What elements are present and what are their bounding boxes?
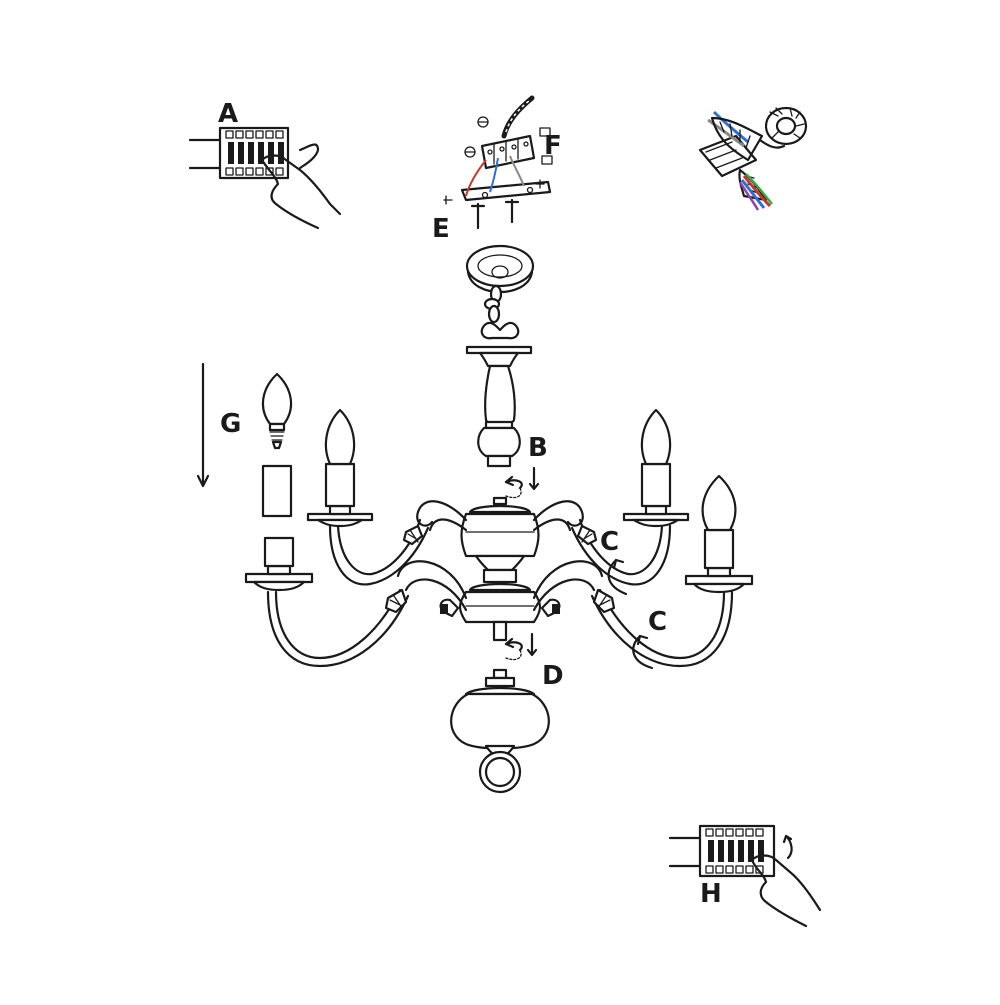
scroll-ornament-left (439, 598, 460, 618)
terminal-block-step-a (188, 126, 342, 230)
label-f: F (544, 131, 562, 161)
lower-arm-right (532, 560, 734, 668)
lower-arm-left (266, 560, 468, 668)
wire-gray (509, 155, 525, 187)
terminal-connector-step-f (464, 95, 553, 197)
label-h: H (700, 879, 722, 909)
upper-stem (465, 345, 533, 468)
twist-arrow-d (504, 632, 538, 661)
twist-arrow-b (504, 466, 540, 499)
upper-body-sphere (460, 496, 540, 572)
candle-bulb-g (261, 372, 293, 450)
label-c-lower: C (648, 607, 667, 637)
label-g: G (220, 409, 241, 439)
upper-arm-right (532, 500, 672, 586)
upper-left-candle (306, 408, 374, 528)
upper-arm-left (328, 500, 468, 586)
bottom-finial (450, 668, 550, 794)
mounting-plate-step-e (443, 179, 552, 230)
insulating-tape-illustration (698, 106, 808, 211)
rotate-arrow-c-lower (632, 634, 654, 670)
rotate-arrow-c-upper (607, 558, 628, 596)
suspension-chain (480, 284, 520, 340)
lower-right-candle (684, 474, 754, 594)
terminal-block-step-h (668, 824, 822, 928)
scroll-ornament-right (540, 598, 561, 618)
candle-sleeve-g (261, 464, 293, 518)
label-a: A (218, 99, 238, 129)
insertion-arrow-g (196, 362, 210, 488)
label-d: D (542, 661, 564, 691)
upper-right-candle (622, 408, 690, 528)
label-b: B (528, 433, 548, 463)
label-c-upper: C (600, 527, 619, 557)
lower-body-sphere (458, 568, 542, 642)
lower-left-candle-socket (244, 536, 314, 592)
wire-red (465, 159, 487, 197)
label-e: E (432, 214, 450, 244)
wire-blue (489, 157, 499, 193)
ceiling-canopy (465, 244, 535, 294)
